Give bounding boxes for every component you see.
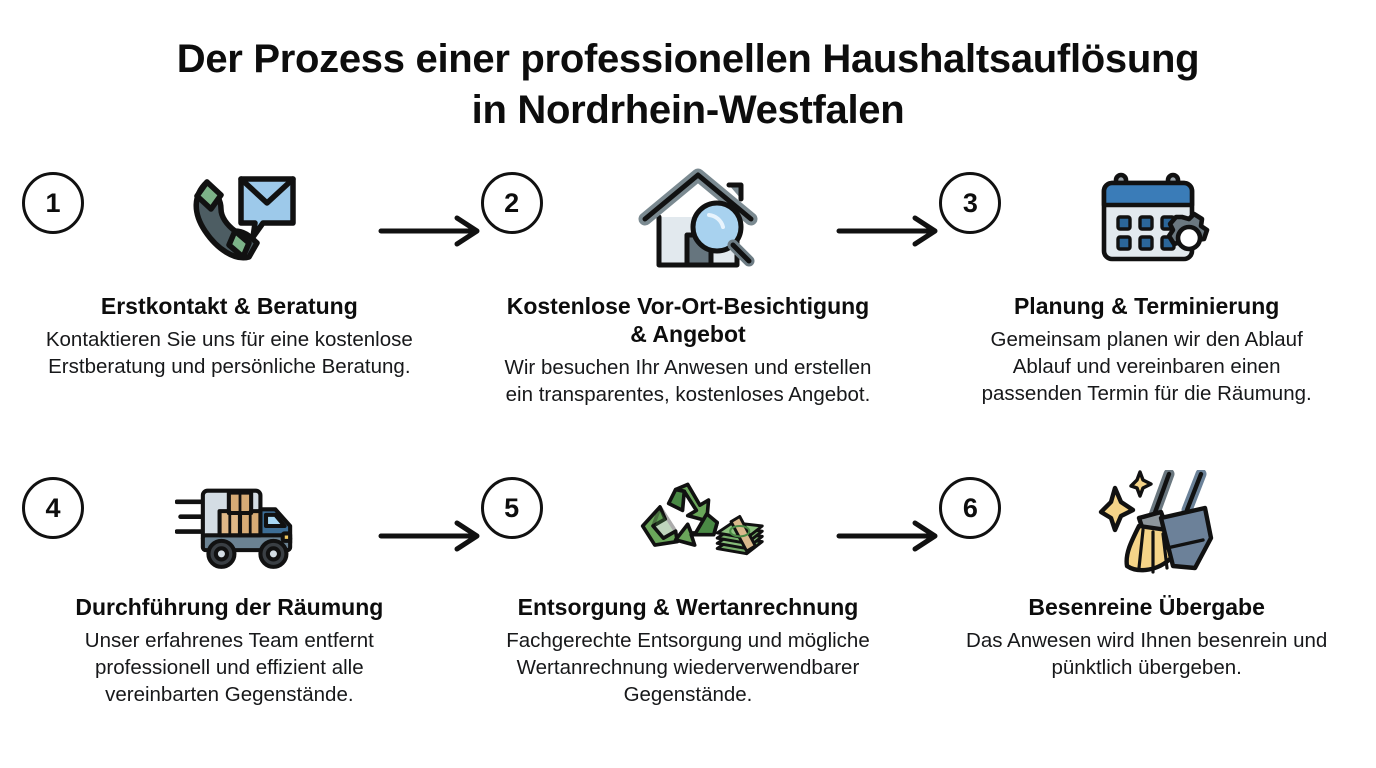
step-number-badge-6: 6	[939, 477, 1002, 539]
process-step-2: 2	[459, 158, 938, 463]
step-4-icon-row: 4	[0, 463, 480, 589]
house-magnifier-icon	[634, 158, 764, 283]
step-description-2: Wir besuchen Ihr Anwesen und erstellen e…	[504, 356, 872, 407]
title-line-2: in Nordrhein-Westfalen	[471, 88, 905, 133]
process-steps-grid: 1 Erst	[0, 158, 1376, 768]
step-number-badge-3: 3	[939, 172, 1002, 234]
page-title: Der Prozess einer professionellen Hausha…	[0, 0, 1376, 136]
step-title-5: Entsorgung & Wertanrechnung	[517, 594, 859, 620]
process-step-5: 5	[459, 463, 938, 768]
step-3-icon-row: 3	[917, 158, 1376, 288]
process-step-1: 1 Erst	[0, 158, 480, 463]
process-step-6: 6	[917, 463, 1376, 768]
step-title-1: Erstkontakt & Beratung	[100, 293, 358, 319]
step-6-icon-row: 6	[917, 463, 1376, 589]
step-1-icon-row: 1	[0, 158, 480, 288]
step-description-5: Fachgerechte Entsorgung und mögliche Wer…	[506, 629, 870, 707]
step-description-6: Das Anwesen wird Ihnen besenrein und pün…	[966, 629, 1328, 680]
recycling-money-icon	[634, 463, 764, 588]
step-description-4: Unser erfahrenes Team entfernt professio…	[84, 629, 374, 707]
step-2-icon-row: 2	[459, 158, 938, 288]
step-number-badge-1: 1	[22, 172, 84, 234]
broom-dustpan-icon	[1093, 463, 1223, 588]
calendar-gear-icon	[1093, 158, 1223, 283]
step-title-3: Planung & Terminierung	[1013, 293, 1280, 319]
step-number-badge-2: 2	[480, 172, 543, 234]
step-number-badge-4: 4	[22, 477, 84, 539]
process-step-3: 3	[917, 158, 1376, 463]
step-5-icon-row: 5	[459, 463, 938, 589]
step-title-2: Kostenlose Vor-Ort-Besichtigung & Angebo…	[506, 293, 870, 348]
step-title-6: Besenreine Übergabe	[1028, 594, 1265, 620]
phone-email-icon	[175, 158, 305, 283]
process-step-4: 4	[0, 463, 480, 768]
title-line-1: Der Prozess einer professionellen Hausha…	[176, 37, 1200, 81]
step-number-badge-5: 5	[480, 477, 543, 539]
step-description-3: Gemeinsam planen wir den Ablauf Ablauf u…	[981, 328, 1312, 406]
moving-truck-icon	[175, 463, 305, 588]
step-title-4: Durchführung der Räumung	[75, 594, 384, 620]
step-description-1: Kontaktieren Sie uns für eine kostenlose…	[45, 328, 413, 379]
